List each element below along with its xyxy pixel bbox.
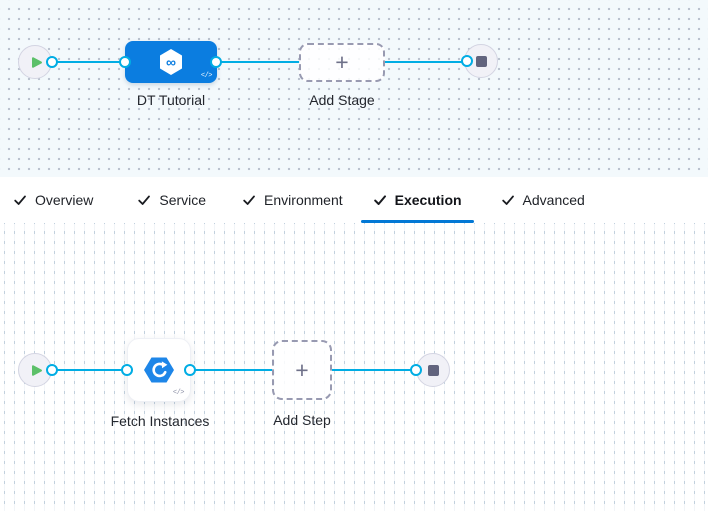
code-icon: </> [172, 389, 185, 397]
edge-start-to-step [50, 369, 128, 371]
step-node-label: Fetch Instances [110, 413, 210, 429]
stage-graph-canvas[interactable]: ∞ </> + DT Tutorial Add Stage [0, 0, 708, 177]
connector-dot [210, 56, 222, 68]
connector-dot [119, 56, 131, 68]
stage-node-label: DT Tutorial [136, 92, 206, 108]
connector-dot [46, 56, 58, 68]
tab-advanced[interactable]: Advanced [501, 177, 585, 223]
tab-overview[interactable]: Overview [13, 177, 93, 223]
check-icon [13, 193, 27, 207]
edge-addstep-to-end [331, 369, 417, 371]
fetch-instances-icon [143, 356, 175, 384]
edge-addstage-to-end [384, 61, 468, 63]
check-icon [137, 193, 151, 207]
connector-dot [410, 364, 422, 376]
add-stage-button[interactable]: + [299, 43, 385, 82]
connector-dot [46, 364, 58, 376]
play-icon [30, 364, 43, 377]
tab-label: Service [159, 192, 207, 208]
play-icon [30, 56, 43, 69]
execution-graph-canvas[interactable]: </> + Fetch Instances Add Step [0, 223, 708, 511]
check-icon [373, 193, 387, 207]
step-node-fetch-instances[interactable]: </> [127, 338, 191, 402]
code-icon: </> [200, 72, 213, 80]
plus-icon: + [335, 49, 349, 75]
tab-environment[interactable]: Environment [242, 177, 343, 223]
tab-service[interactable]: Service [137, 177, 206, 223]
active-tab-underline [360, 219, 474, 223]
tab-execution[interactable]: Execution [360, 177, 474, 223]
stage-config-tabbar: Overview Service Environment Execution [0, 177, 708, 223]
connector-dot [184, 364, 196, 376]
tab-label: Advanced [522, 192, 585, 208]
check-icon [242, 193, 256, 207]
pipeline-infinity-icon: ∞ [156, 47, 186, 77]
connector-dot [461, 55, 473, 67]
add-stage-label: Add Stage [309, 92, 375, 108]
add-step-button[interactable]: + [272, 340, 332, 400]
plus-icon: + [295, 356, 309, 383]
add-step-label: Add Step [273, 412, 331, 428]
edge-step-to-addstep [190, 369, 273, 371]
tab-label: Execution [394, 192, 462, 208]
check-icon [501, 193, 515, 207]
tab-label: Environment [264, 192, 343, 208]
edge-start-to-stage [50, 61, 126, 63]
stop-icon [427, 364, 439, 376]
edge-stage-to-addstage [216, 61, 300, 63]
stop-icon [475, 55, 487, 67]
stage-node-dt-tutorial[interactable]: ∞ </> [125, 41, 217, 83]
tab-label: Overview [35, 192, 94, 208]
connector-dot [121, 364, 133, 376]
svg-text:∞: ∞ [166, 54, 176, 70]
